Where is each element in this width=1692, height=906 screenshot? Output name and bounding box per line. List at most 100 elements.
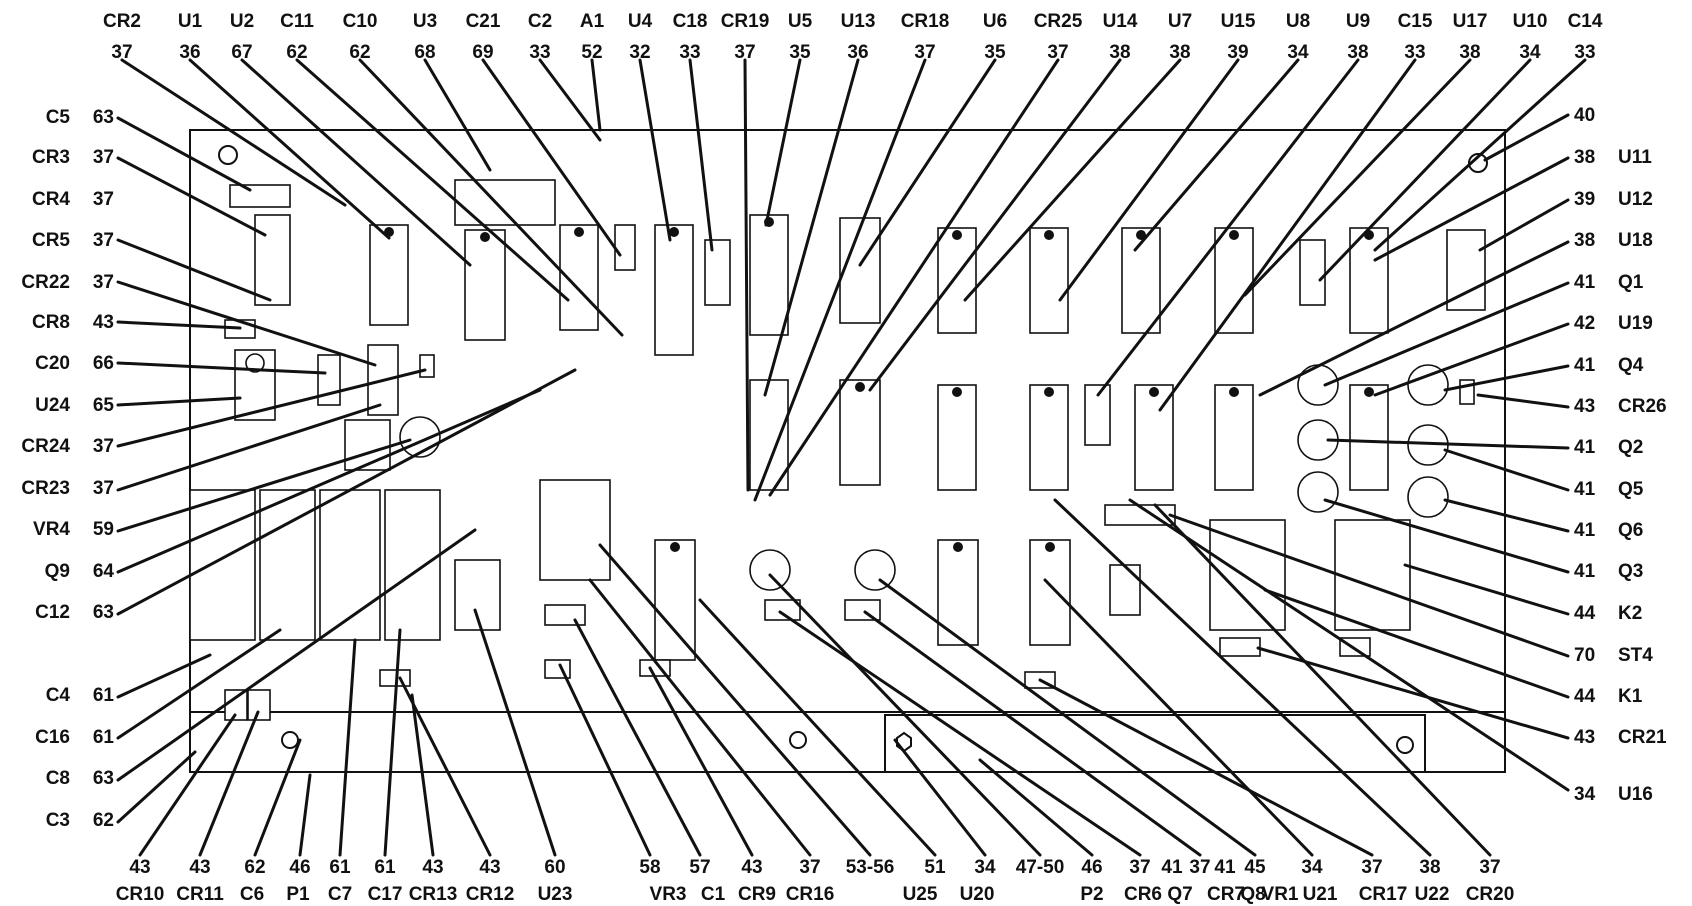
transistor-q4 bbox=[1407, 364, 1449, 406]
right-label-number: 40 bbox=[1574, 105, 1595, 126]
top-label-number: 38 bbox=[1347, 42, 1368, 63]
right-label-number: 39 bbox=[1574, 189, 1595, 210]
chip-a1-pin1 bbox=[574, 227, 584, 237]
top-label-number: 39 bbox=[1227, 42, 1248, 63]
leader-c20 bbox=[116, 361, 327, 375]
capacitor-c17 bbox=[384, 489, 441, 641]
top-label-number: 33 bbox=[1574, 42, 1595, 63]
leader-c18 bbox=[688, 58, 714, 252]
leader-k1 bbox=[1263, 588, 1570, 699]
bottom-label-name: CR10 bbox=[116, 884, 165, 905]
right-label-number: 70 bbox=[1574, 645, 1595, 666]
top-label-number: 62 bbox=[286, 42, 307, 63]
right-label-name: Q3 bbox=[1618, 561, 1643, 582]
left-label-name: C12 bbox=[35, 602, 70, 623]
leader-53-56 bbox=[598, 543, 872, 857]
top-label-name: U2 bbox=[230, 11, 254, 32]
component-cr3-stack bbox=[254, 214, 291, 306]
top-label-number: 38 bbox=[1109, 42, 1130, 63]
left-label-number: 43 bbox=[93, 312, 114, 333]
right-label-number: 41 bbox=[1574, 520, 1596, 541]
leader-q9 bbox=[116, 388, 542, 574]
top-label-number: 33 bbox=[1404, 42, 1425, 63]
top-label-name: C15 bbox=[1398, 11, 1433, 32]
top-label-number: 36 bbox=[847, 42, 868, 63]
bottom-label-number: 61 bbox=[374, 857, 396, 878]
leader-u14 bbox=[868, 58, 1122, 392]
leader-u15 bbox=[1058, 58, 1240, 302]
leader-st4 bbox=[1168, 513, 1570, 658]
leader-c1 bbox=[573, 618, 702, 857]
reference-labels: CR237U136U267C1162C1062U368C2169C233A152… bbox=[21, 11, 1667, 905]
right-label-number: 43 bbox=[1574, 396, 1595, 417]
top-label-number: 38 bbox=[1169, 42, 1190, 63]
left-label-number: 37 bbox=[93, 478, 114, 499]
leader-cr20 bbox=[1153, 503, 1492, 857]
bottom-label-name: U22 bbox=[1415, 884, 1450, 905]
bottom-label-number: 51 bbox=[924, 857, 946, 878]
top-label-name: U15 bbox=[1221, 11, 1256, 32]
top-label-number: 62 bbox=[349, 42, 370, 63]
top-label-number: 52 bbox=[581, 42, 602, 63]
chip-u23-block bbox=[654, 539, 696, 661]
leader-u7 bbox=[963, 58, 1182, 302]
leader-cr21 bbox=[1256, 646, 1570, 740]
top-label-name: CR19 bbox=[721, 11, 770, 32]
left-label-number: 63 bbox=[93, 768, 114, 789]
component-u24 bbox=[344, 419, 391, 471]
leader-cr9 bbox=[648, 666, 754, 857]
leader-c7 bbox=[338, 638, 357, 857]
left-label-name: C16 bbox=[35, 727, 70, 748]
chip-u21 bbox=[1029, 539, 1071, 646]
chip-u5 bbox=[749, 214, 789, 336]
component-a1-socket bbox=[539, 479, 611, 581]
bottom-label-name: Q7 bbox=[1167, 884, 1192, 905]
top-label-name: C14 bbox=[1568, 11, 1603, 32]
component-cr22-stack bbox=[367, 344, 399, 416]
leader-q1 bbox=[1323, 281, 1570, 387]
right-label-name: U19 bbox=[1618, 313, 1653, 334]
top-label-name: C2 bbox=[528, 11, 552, 32]
left-label-number: 59 bbox=[93, 519, 114, 540]
top-label-name: U4 bbox=[628, 11, 653, 32]
left-label-name: Q9 bbox=[45, 561, 70, 582]
bottom-label-number: 46 bbox=[289, 857, 310, 878]
chip-u7-pin1 bbox=[1044, 230, 1054, 240]
mounting-hole-bottom-left bbox=[281, 731, 299, 749]
left-label-name: CR23 bbox=[21, 478, 70, 499]
bottom-label-name: CR12 bbox=[466, 884, 515, 905]
chip-u14-pin1 bbox=[952, 230, 962, 240]
left-label-name: C8 bbox=[46, 768, 70, 789]
leader-u19 bbox=[1373, 322, 1570, 397]
top-label-name: U10 bbox=[1513, 11, 1548, 32]
bottom-label-number: 37 bbox=[1129, 857, 1150, 878]
left-label-name: VR4 bbox=[33, 519, 70, 540]
left-label-number: 63 bbox=[93, 107, 114, 128]
top-label-name: C11 bbox=[280, 11, 314, 32]
top-label-number: 34 bbox=[1287, 42, 1309, 63]
leader-u18 bbox=[1258, 240, 1570, 397]
bottom-label-number: 43 bbox=[741, 857, 762, 878]
leader-cr22 bbox=[116, 280, 377, 367]
bottom-label-number: 47-50 bbox=[1016, 857, 1065, 878]
leader-q3 bbox=[1323, 498, 1570, 574]
leader-q6 bbox=[1443, 498, 1570, 533]
leader-p1 bbox=[298, 773, 312, 857]
chip-u3-pin1 bbox=[480, 232, 490, 242]
leader-u1 bbox=[188, 58, 391, 240]
top-label-number: 33 bbox=[529, 42, 550, 63]
right-label-number: 41 bbox=[1574, 272, 1596, 293]
chip-u7b-pin1 bbox=[1044, 387, 1054, 397]
bottom-label-name: C1 bbox=[701, 884, 726, 905]
leader-q5 bbox=[1443, 448, 1570, 492]
leader-47-50 bbox=[768, 573, 1042, 857]
right-label-name: K1 bbox=[1618, 686, 1643, 707]
top-label-name: U17 bbox=[1453, 11, 1488, 32]
leader-cr16 bbox=[588, 578, 812, 857]
component-cr11 bbox=[247, 689, 271, 721]
right-label-name: U16 bbox=[1618, 784, 1653, 805]
chip-u9 bbox=[1214, 227, 1254, 334]
right-label-number: 34 bbox=[1574, 784, 1596, 805]
component-u25 bbox=[749, 549, 791, 591]
right-label-name: Q2 bbox=[1618, 437, 1643, 458]
